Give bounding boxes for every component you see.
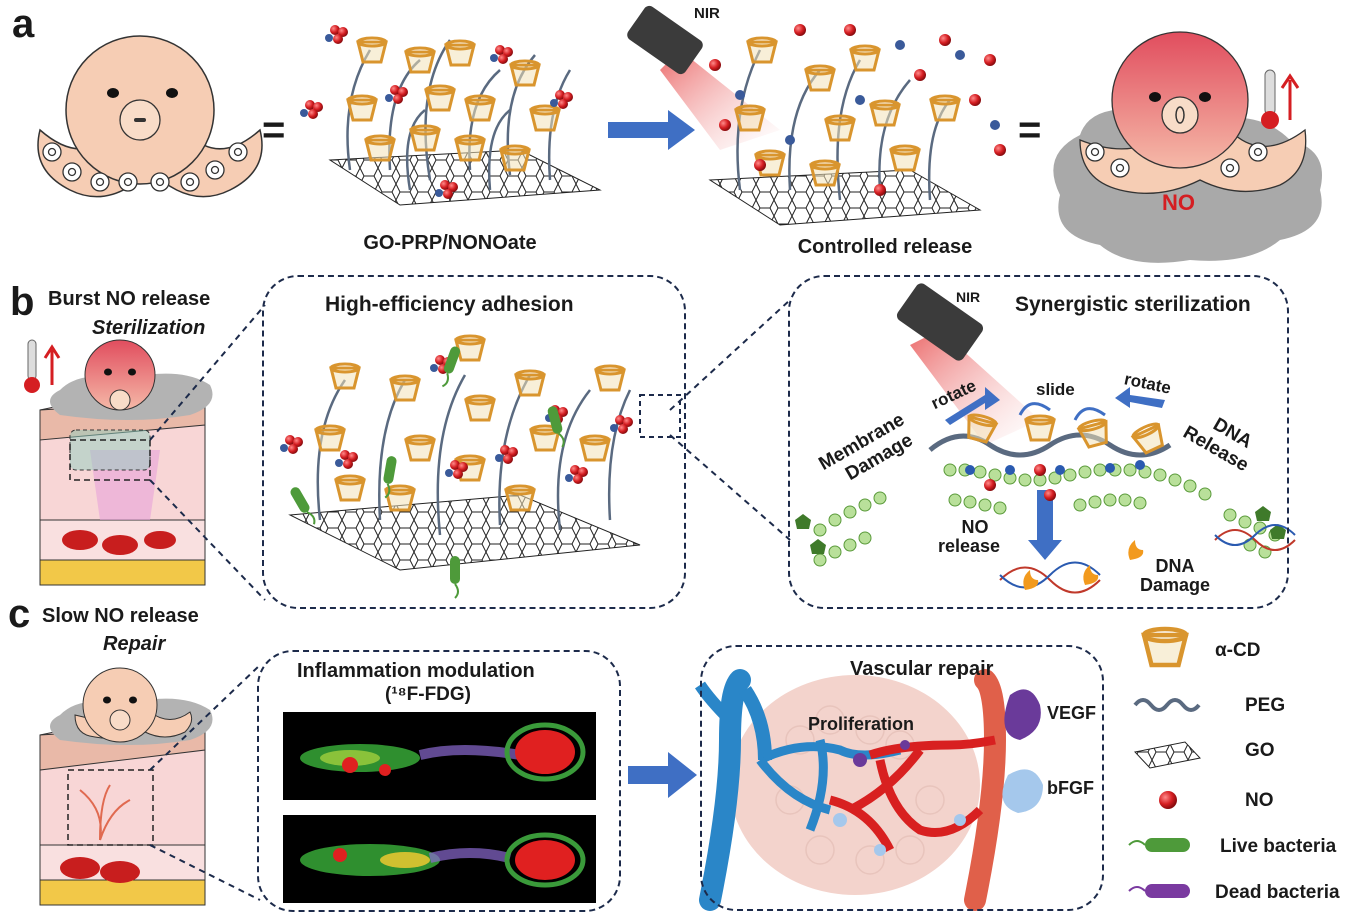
vegf-icon	[1004, 689, 1041, 740]
panel-label-a: a	[12, 2, 35, 46]
arrow-a-icon	[608, 110, 695, 150]
no-release-label: NO release	[938, 517, 1000, 556]
arrow-c-icon	[628, 752, 697, 798]
b-title-line2: Sterilization	[92, 317, 206, 339]
skin-block-c-icon	[39, 667, 213, 906]
membrane-center	[943, 463, 1212, 515]
proliferation-label: Proliferation	[808, 714, 915, 734]
zoom-lines-b	[149, 299, 791, 601]
octopus-left-icon	[37, 35, 263, 198]
vascular-title: Vascular repair	[850, 658, 994, 680]
vascular-box	[700, 645, 1104, 911]
caption-controlled-release: Controlled release	[797, 236, 973, 258]
dna-damage-line2: Damage	[1140, 575, 1211, 595]
bfgf-label: bFGF	[1047, 778, 1094, 798]
go-prp-structure	[300, 25, 602, 206]
slide-label: slide	[1036, 380, 1075, 399]
controlled-release-structure	[708, 24, 1006, 226]
adhesion-structure	[280, 334, 681, 599]
legend-icons	[1128, 629, 1201, 898]
adhesion-box	[262, 275, 686, 609]
adhesion-title: High-efficiency adhesion	[325, 293, 574, 316]
nir-label-b: NIR	[956, 289, 981, 305]
octopus-heated-icon	[1053, 31, 1322, 263]
legend-dead-bacteria: Dead bacteria	[1215, 882, 1340, 903]
c-title-line2: Repair	[103, 633, 166, 655]
b-title-line1: Burst NO release	[48, 288, 211, 310]
inflammation-title-line2: (¹⁸F-FDG)	[385, 684, 472, 705]
c-title-line1: Slow NO release	[42, 605, 199, 627]
vegf-label: VEGF	[1047, 703, 1097, 723]
sterilization-structure	[795, 283, 1296, 594]
equals-sign-1: =	[262, 108, 286, 152]
dna-damage-label: DNA Damage	[1140, 557, 1210, 595]
legend-peg: PEG	[1245, 695, 1286, 716]
legend-live-bacteria: Live bacteria	[1220, 836, 1337, 857]
membrane-left	[813, 491, 887, 567]
zoom-lines-c	[149, 664, 261, 901]
sterilization-box	[788, 275, 1289, 609]
panel-label-c: c	[8, 592, 31, 636]
legend-no: NO	[1245, 790, 1274, 811]
pet-images	[283, 712, 596, 903]
nir-label-a: NIR	[694, 5, 720, 22]
no-release-line1: NO	[961, 517, 989, 537]
legend-go: GO	[1245, 740, 1275, 761]
bfgf-icon	[1002, 769, 1043, 813]
inflammation-title-line1: Inflammation modulation	[297, 660, 535, 682]
panel-label-b: b	[10, 280, 35, 324]
no-release-line2: release	[938, 536, 1001, 556]
dna-damage-line1: DNA	[1155, 556, 1195, 576]
no-label-a: NO	[1162, 190, 1195, 215]
inflammation-box	[257, 650, 621, 912]
skin-block-b-icon	[24, 339, 213, 586]
legend-alpha-cd: α-CD	[1215, 640, 1261, 661]
equals-sign-2: =	[1018, 108, 1042, 152]
caption-go-prp: GO-PRP/NONOate	[363, 232, 537, 254]
sterilization-title: Synergistic sterilization	[1015, 293, 1251, 316]
vascular-repair-graphic	[695, 669, 1043, 911]
